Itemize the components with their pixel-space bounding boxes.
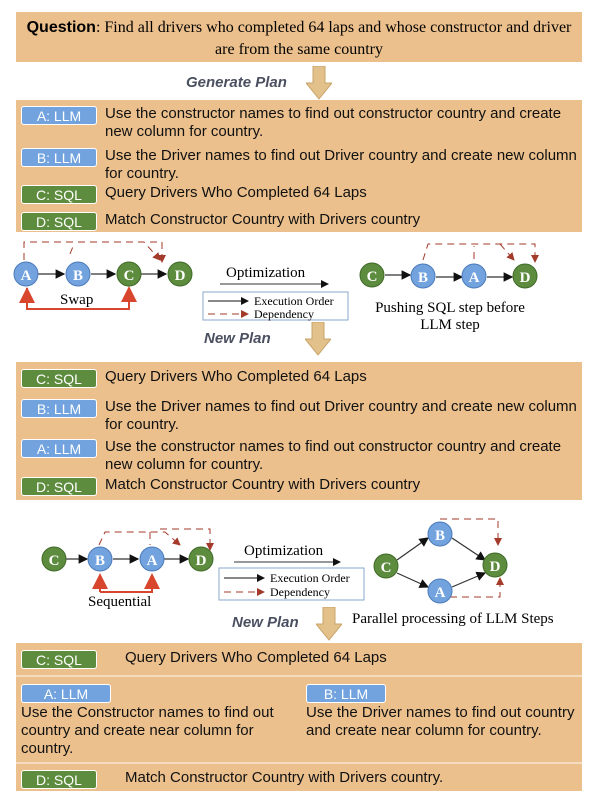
svg-text:C: C: [124, 268, 135, 284]
step-chip: D: SQL: [21, 770, 97, 789]
step-text: Match Constructor Country with Drivers c…: [105, 476, 421, 493]
step-text: Query Drivers Who Completed 64 Laps: [125, 649, 387, 666]
down-arrow-icon: [316, 607, 342, 641]
legend-exec-2: Execution Order: [270, 571, 350, 585]
step-text: Use the constructor names to find out co…: [105, 438, 562, 473]
svg-text:D: D: [520, 270, 531, 286]
svg-text:B: B: [73, 268, 83, 284]
plan-2-step-a: A: LLM Use the constructor names to find …: [21, 438, 582, 474]
svg-text:D: D: [196, 553, 207, 569]
plan-3-box: C: SQL Query Drivers Who Completed 64 Lap…: [16, 643, 582, 791]
step-text: Query Drivers Who Completed 64 Laps: [105, 368, 367, 385]
svg-text:A: A: [469, 270, 480, 286]
diagram-2: C B A D Sequential Optimization Executio…: [41, 518, 554, 627]
step-text: Query Drivers Who Completed 64 Laps: [105, 184, 367, 201]
new-plan-label-2: New Plan: [232, 614, 299, 631]
plan-2-box: C: SQL Query Drivers Who Completed 64 Lap…: [16, 362, 582, 500]
svg-text:B: B: [95, 553, 105, 569]
step-text: Use the Driver names to find out Driver …: [105, 147, 577, 182]
step-chip: D: SQL: [21, 477, 97, 496]
svg-text:D: D: [490, 559, 501, 575]
down-arrow-icon: [305, 322, 331, 356]
step-chip: C: SQL: [21, 369, 97, 388]
step-chip: C: SQL: [21, 650, 97, 669]
node-a: A: [13, 261, 39, 287]
legend-dep-2: Dependency: [270, 585, 330, 599]
step-chip: B: LLM: [21, 148, 97, 167]
step-chip: A: LLM: [21, 106, 97, 125]
node-d: D: [167, 261, 193, 287]
step-chip: A: LLM: [21, 684, 111, 703]
plan-1-step-b: B: LLM Use the Driver names to find out D…: [21, 147, 582, 183]
node-b: B: [65, 261, 91, 287]
question-text: : Find all drivers who completed 64 laps…: [95, 19, 572, 58]
legend-box: [202, 291, 349, 321]
svg-text:B: B: [435, 528, 445, 544]
step-text: Match Constructor Country with Drivers c…: [105, 211, 421, 228]
plan-1-step-a: A: LLM Use the constructor names to find …: [21, 105, 582, 141]
node-c: C: [116, 261, 142, 287]
plan-1-step-d: D: SQL Match Constructor Country with Dri…: [21, 211, 420, 231]
plan-1-box: A: LLM Use the constructor names to find …: [16, 100, 582, 232]
plan-2-step-d: D: SQL Match Constructor Country with Dri…: [21, 476, 420, 496]
plan-3-step-d: D: SQL Match Constructor Country with Dri…: [21, 769, 443, 789]
svg-text:C: C: [381, 560, 392, 576]
question-box: Question: Find all drivers who completed…: [16, 12, 582, 62]
optimization-label: Optimization: [226, 265, 306, 281]
svg-text:B: B: [418, 270, 428, 286]
caption-2: LLM step: [420, 317, 480, 332]
swap-label: Swap: [60, 292, 93, 308]
legend-dep: Dependency: [254, 307, 314, 321]
svg-text:A: A: [147, 553, 158, 569]
step-chip: D: SQL: [21, 212, 97, 231]
svg-text:D: D: [175, 268, 186, 284]
down-arrow-icon: [306, 66, 332, 100]
plan-1-step-c: C: SQL Query Drivers Who Completed 64 Lap…: [21, 184, 367, 204]
step-text: Use the Driver names to find out Driver …: [105, 398, 577, 433]
svg-text:C: C: [49, 553, 60, 569]
plan-2-step-c: C: SQL Query Drivers Who Completed 64 Lap…: [21, 368, 367, 388]
diagram-1: A B C D Swap Optimization Execution Orde…: [13, 241, 539, 332]
plan-2-step-b: B: LLM Use the Driver names to find out D…: [21, 398, 582, 434]
step-text: Use the constructor names to find out co…: [105, 105, 562, 140]
step-chip: C: SQL: [21, 185, 97, 204]
step-text: Match Constructor Country with Drivers c…: [125, 769, 444, 786]
plan-3-step-c: C: SQL Query Drivers Who Completed 64 Lap…: [21, 649, 387, 669]
parallel-caption: Parallel processing of LLM Steps: [352, 611, 554, 627]
svg-text:A: A: [21, 268, 32, 284]
step-chip: A: LLM: [21, 439, 97, 458]
svg-text:A: A: [435, 585, 446, 601]
new-plan-label-1: New Plan: [204, 330, 271, 347]
optimization-label-2: Optimization: [244, 543, 324, 559]
step-chip: B: LLM: [306, 684, 386, 703]
step-text: Use the Constructor names to find out co…: [21, 704, 274, 757]
question-label: Question: [26, 19, 96, 36]
sequential-label: Sequential: [88, 594, 151, 610]
generate-plan-label: Generate Plan: [186, 74, 287, 91]
svg-text:C: C: [367, 269, 378, 285]
legend-exec: Execution Order: [254, 294, 334, 308]
step-chip: B: LLM: [21, 399, 97, 418]
step-text: Use the Driver names to find out country…: [306, 704, 575, 739]
legend-box-2: [218, 567, 365, 601]
caption-1: Pushing SQL step before: [375, 300, 525, 316]
